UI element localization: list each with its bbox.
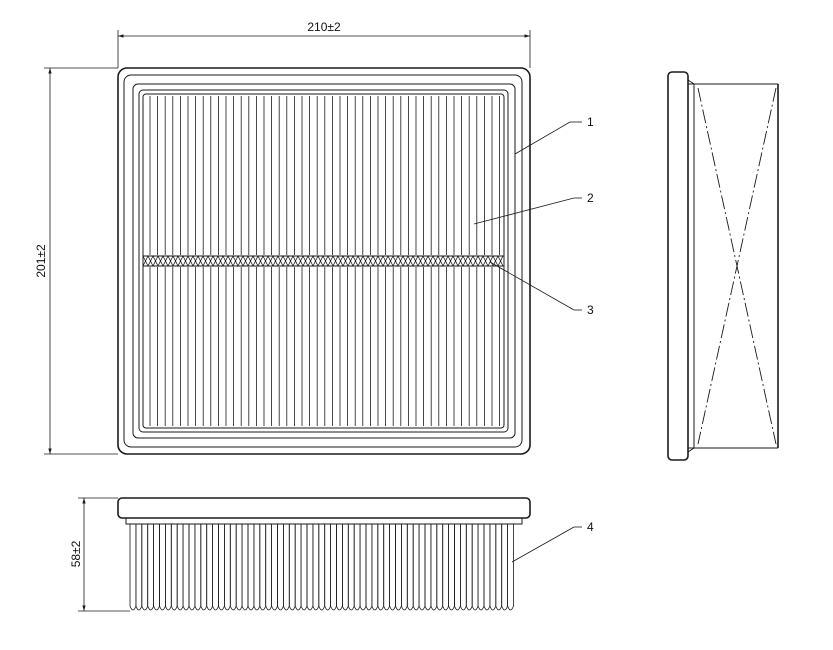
side-pleat	[412, 524, 420, 611]
side-pleat	[495, 524, 503, 611]
side-pleat	[406, 524, 414, 611]
side-pleat	[229, 524, 237, 611]
side-lip	[687, 83, 695, 449]
side-pleat	[288, 524, 296, 611]
side-pleat	[383, 524, 390, 611]
depth-dimension: 58±2	[69, 497, 130, 612]
pleat-lines-bottom	[149, 267, 501, 426]
side-pleat	[347, 524, 355, 611]
side-pleat-lines	[129, 524, 514, 611]
side-pleat	[129, 524, 137, 611]
side-pleat	[212, 524, 219, 611]
side-pleat	[465, 524, 473, 611]
side-pleat	[330, 524, 337, 611]
side-pleat	[353, 524, 361, 611]
side-pleat	[259, 524, 267, 611]
depth-dimension-label: 58±2	[69, 540, 83, 567]
side-pleat	[401, 524, 408, 611]
side-pleat	[442, 524, 449, 611]
side-pleat	[336, 524, 343, 611]
side-pleat	[483, 524, 491, 611]
callout-4-label: 4	[587, 520, 594, 534]
side-pleat	[194, 524, 202, 611]
side-pleat	[224, 524, 231, 611]
side-pleat	[460, 524, 467, 611]
callout-1: 1	[514, 115, 594, 155]
side-pleat	[507, 524, 514, 611]
side-pleat	[200, 524, 208, 611]
callout-3-label: 3	[587, 303, 594, 317]
side-pleat	[389, 524, 396, 611]
side-pleat	[377, 524, 385, 611]
bottom-frame-lip	[125, 517, 523, 525]
frame-inner-edge-1	[123, 74, 523, 448]
width-dimension: 210±2	[117, 20, 531, 68]
side-pleat	[294, 524, 302, 611]
side-pleat	[418, 524, 426, 611]
side-pleat	[218, 524, 225, 611]
frame-inner-edge-3	[138, 89, 509, 433]
side-pleat	[165, 524, 172, 611]
side-pleat	[153, 524, 160, 611]
side-pleat	[424, 524, 432, 611]
mesh-zigzag	[142, 255, 504, 267]
side-pleat	[271, 524, 278, 611]
frame-inner-edge-2	[132, 83, 516, 439]
side-pleat	[471, 524, 479, 611]
height-dimension-label: 201±2	[34, 244, 48, 278]
side-pleat	[489, 524, 497, 611]
side-pleat	[324, 524, 331, 611]
bottom-view	[117, 497, 531, 611]
side-pleat	[206, 524, 213, 611]
side-pleat	[371, 524, 379, 611]
side-pleat	[477, 524, 485, 611]
side-pleat	[188, 524, 196, 611]
outer-frame	[117, 67, 531, 455]
side-pleat	[277, 524, 284, 611]
side-pleat	[365, 524, 373, 611]
callout-3: 3	[489, 261, 594, 317]
side-pleat	[235, 524, 243, 611]
side-pleat	[430, 524, 438, 611]
side-pleat	[253, 524, 261, 611]
side-pleat	[159, 524, 166, 611]
side-pleat	[265, 524, 272, 611]
side-pleat	[300, 524, 308, 611]
side-pleat	[312, 524, 320, 611]
side-pleat	[135, 524, 143, 611]
side-pleat	[448, 524, 455, 611]
side-pleat	[182, 524, 190, 611]
side-pleat	[283, 524, 290, 611]
side-pleat	[501, 524, 508, 611]
side-view	[667, 71, 779, 461]
callout-2-label: 2	[587, 191, 594, 205]
side-pleat	[454, 524, 461, 611]
front-view	[117, 67, 531, 455]
side-pleat	[359, 524, 367, 611]
side-pleat	[170, 524, 178, 611]
side-pleat	[395, 524, 402, 611]
pleat-area	[142, 93, 505, 429]
side-pleat	[141, 524, 149, 611]
side-pleat	[176, 524, 184, 611]
side-pleat	[147, 524, 154, 611]
height-dimension: 201±2	[34, 67, 118, 455]
side-pleat	[241, 524, 249, 611]
side-pleat	[318, 524, 326, 611]
side-pleat	[342, 524, 349, 611]
bottom-frame	[117, 497, 531, 519]
callout-2: 2	[473, 191, 594, 225]
width-dimension-label: 210±2	[307, 20, 341, 34]
side-flange	[667, 71, 689, 461]
side-pleat	[247, 524, 255, 611]
mesh-pattern	[142, 255, 504, 267]
side-pleat	[306, 524, 314, 611]
callout-4: 4	[511, 520, 594, 563]
side-diagonal-2	[697, 87, 777, 445]
callout-1-label: 1	[587, 115, 594, 129]
pleat-lines-top	[149, 96, 501, 255]
side-pleat	[436, 524, 444, 611]
